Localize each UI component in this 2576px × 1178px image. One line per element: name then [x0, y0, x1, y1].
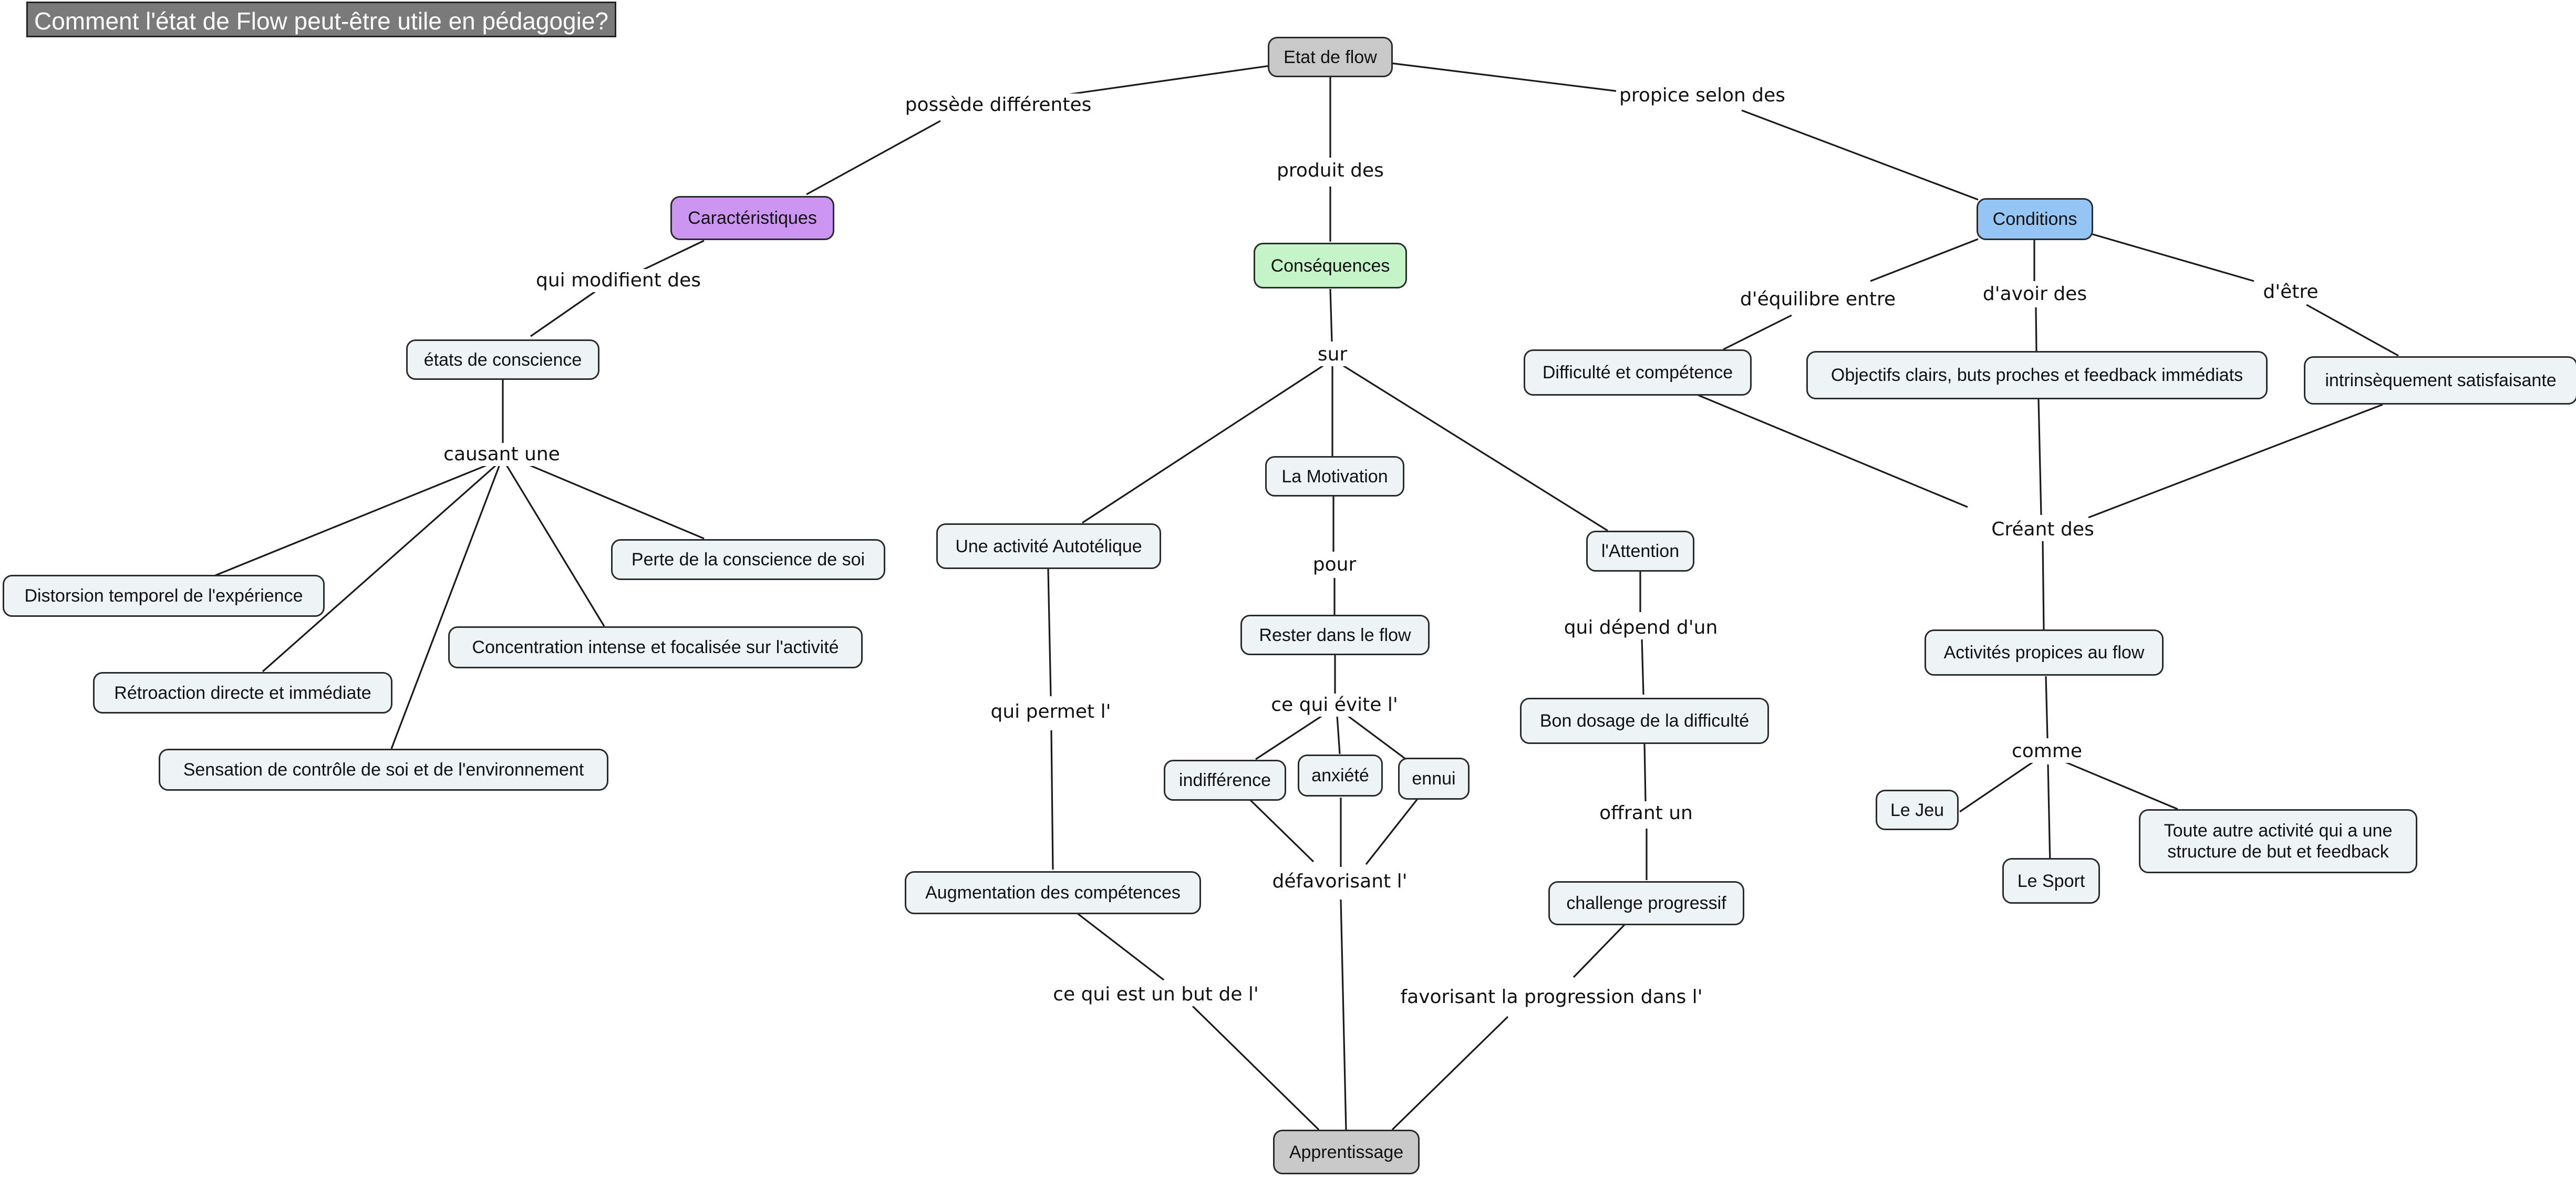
node-attention[interactable]: l'Attention — [1586, 531, 1694, 572]
node-challenge-progressif[interactable]: challenge progressif — [1548, 881, 1744, 925]
node-activite-autotelique[interactable]: Une activité Autotélique — [936, 523, 1161, 569]
link-label-avoir: d'avoir des — [1979, 283, 2091, 306]
node-label: Concentration intense et focalisée sur l… — [472, 637, 839, 657]
link-label-causant: causant une — [440, 443, 563, 466]
node-consequences[interactable]: Conséquences — [1254, 243, 1407, 288]
node-label: intrinsèquement satisfaisante — [2325, 370, 2557, 390]
link-label-qui-depend: qui dépend d'un — [1560, 616, 1721, 639]
link-label-comme: comme — [2008, 740, 2086, 763]
node-label: Activités propices au flow — [1943, 643, 2145, 663]
link-label-equilibre: d'équilibre entre — [1736, 288, 1899, 311]
link-label-defavorisant: défavorisant l' — [1269, 870, 1411, 893]
node-label: La Motivation — [1281, 466, 1388, 487]
node-anxiete[interactable]: anxiété — [1298, 755, 1383, 797]
node-etat-de-flow[interactable]: Etat de flow — [1268, 37, 1393, 77]
node-label: Distorsion temporel de l'expérience — [24, 586, 303, 606]
node-label: Rétroaction directe et immédiate — [114, 683, 371, 703]
node-etats-de-conscience[interactable]: états de conscience — [406, 339, 599, 380]
node-la-motivation[interactable]: La Motivation — [1265, 456, 1404, 497]
node-label: Conditions — [1992, 209, 2077, 229]
node-indifference[interactable]: indifférence — [1164, 760, 1286, 801]
link-label-sur: sur — [1314, 343, 1351, 366]
link-label-qui-permet: qui permet l' — [987, 700, 1114, 724]
node-intrinsequement-satisfaisante[interactable]: intrinsèquement satisfaisante — [2304, 356, 2576, 405]
node-label: Perte de la conscience de soi — [631, 550, 865, 570]
node-label: Objectifs clairs, buts proches et feedba… — [1830, 365, 2243, 385]
link-label-produit: produit des — [1274, 159, 1387, 182]
link-label-creant: Créant des — [1988, 518, 2097, 541]
node-caracteristiques[interactable]: Caractéristiques — [670, 196, 834, 240]
link-label-propice: propice selon des — [1616, 84, 1789, 107]
node-perte-conscience[interactable]: Perte de la conscience de soi — [611, 539, 885, 580]
node-activites-propices[interactable]: Activités propices au flow — [1925, 629, 2164, 676]
map-title: Comment l'état de Flow peut-être utile e… — [26, 2, 616, 37]
node-label: Etat de flow — [1284, 47, 1377, 67]
node-label: Caractéristiques — [688, 208, 817, 228]
node-label: Le Sport — [2017, 871, 2085, 891]
node-label: anxiété — [1311, 766, 1369, 786]
node-autre-activite[interactable]: Toute autre activité qui a une structure… — [2139, 809, 2417, 873]
node-distorsion-temporel[interactable]: Distorsion temporel de l'expérience — [3, 575, 325, 617]
node-le-sport[interactable]: Le Sport — [2002, 858, 2100, 904]
node-difficulte-competence[interactable]: Difficulté et compétence — [1524, 349, 1752, 396]
node-label: Le Jeu — [1890, 800, 1944, 820]
node-label: Toute autre activité qui a une structure… — [2164, 821, 2393, 862]
link-label-favorisant: favorisant la progression dans l' — [1397, 986, 1706, 1009]
node-label: Sensation de contrôle de soi et de l'env… — [183, 760, 584, 780]
node-le-jeu[interactable]: Le Jeu — [1876, 790, 1959, 830]
node-conditions[interactable]: Conditions — [1977, 198, 2093, 240]
link-label-etre: d'être — [2260, 281, 2322, 304]
node-rester-dans-le-flow[interactable]: Rester dans le flow — [1240, 615, 1430, 655]
node-concentration[interactable]: Concentration intense et focalisée sur l… — [448, 626, 863, 668]
link-label-pour: pour — [1309, 553, 1360, 576]
node-label: Augmentation des compétences — [925, 883, 1181, 903]
node-label: l'Attention — [1601, 541, 1680, 561]
node-augmentation-competences[interactable]: Augmentation des compétences — [905, 871, 1201, 914]
node-label: Une activité Autotélique — [955, 536, 1142, 556]
node-label: ennui — [1412, 769, 1456, 789]
node-label: challenge progressif — [1566, 893, 1726, 913]
node-label: Rester dans le flow — [1259, 625, 1411, 645]
node-apprentissage[interactable]: Apprentissage — [1273, 1130, 1420, 1174]
node-sensation-controle[interactable]: Sensation de contrôle de soi et de l'env… — [159, 749, 608, 791]
link-label-ce-qui-evite: ce qui évite l' — [1268, 694, 1401, 717]
node-bon-dosage[interactable]: Bon dosage de la difficulté — [1520, 698, 1769, 744]
node-label: Bon dosage de la difficulté — [1539, 711, 1750, 731]
link-label-qui-modifient: qui modifient des — [532, 269, 705, 292]
node-label: états de conscience — [423, 349, 582, 370]
link-label-possede: possède différentes — [902, 94, 1095, 117]
node-ennui[interactable]: ennui — [1398, 758, 1470, 800]
node-label: Apprentissage — [1289, 1142, 1404, 1162]
node-label: Conséquences — [1270, 255, 1390, 276]
node-objectifs-clairs[interactable]: Objectifs clairs, buts proches et feedba… — [1806, 351, 2268, 399]
link-label-offrant: offrant un — [1596, 802, 1696, 825]
node-label: indifférence — [1178, 770, 1271, 790]
link-label-ce-qui-est-but: ce qui est un but de l' — [1050, 983, 1262, 1006]
node-label: Difficulté et compétence — [1542, 363, 1733, 383]
node-retroaction[interactable]: Rétroaction directe et immédiate — [93, 672, 392, 714]
